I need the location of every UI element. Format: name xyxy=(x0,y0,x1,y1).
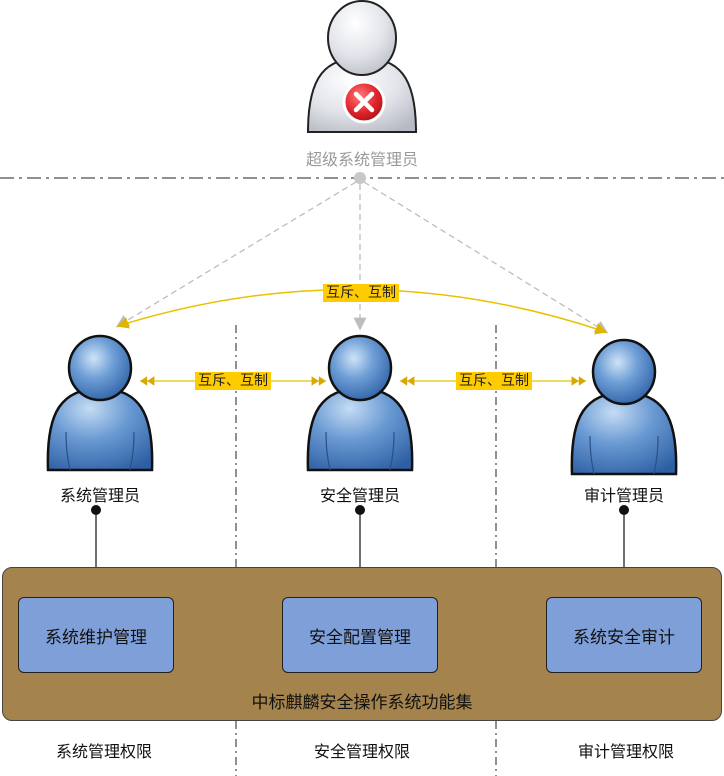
permission-label-sec: 安全管理权限 xyxy=(313,742,411,761)
panel-title: 中标麒麟安全操作系统功能集 xyxy=(251,693,473,713)
super-admin-label: 超级系统管理员 xyxy=(305,150,419,169)
function-label: 系统维护管理 xyxy=(45,627,147,648)
function-box-sec-audit: 系统安全审计 xyxy=(546,597,702,673)
function-label: 系统安全审计 xyxy=(573,627,675,648)
relation-tag-top: 互斥、互制 xyxy=(323,284,399,302)
relation-tag-right: 互斥、互制 xyxy=(456,372,532,390)
permission-label-sys: 系统管理权限 xyxy=(55,742,153,761)
function-box-sec-config: 安全配置管理 xyxy=(282,597,438,673)
audit-admin-label: 审计管理员 xyxy=(583,486,665,505)
permission-label-audit: 审计管理权限 xyxy=(577,742,675,761)
sec-admin-label: 安全管理员 xyxy=(319,486,401,505)
user-icon-sec-admin xyxy=(306,334,414,472)
user-icon-sys-admin xyxy=(46,334,154,472)
user-icon-audit-admin xyxy=(570,338,678,476)
arrow-to-audit-admin xyxy=(363,181,609,334)
sys-admin-label: 系统管理员 xyxy=(59,486,141,505)
x-circle-icon xyxy=(342,80,386,124)
relation-tag-left: 互斥、互制 xyxy=(195,372,271,390)
function-label: 安全配置管理 xyxy=(309,627,411,648)
arrow-to-sys-admin xyxy=(115,181,357,328)
function-box-sys-maintenance: 系统维护管理 xyxy=(18,597,174,673)
hub-dot xyxy=(354,172,366,184)
